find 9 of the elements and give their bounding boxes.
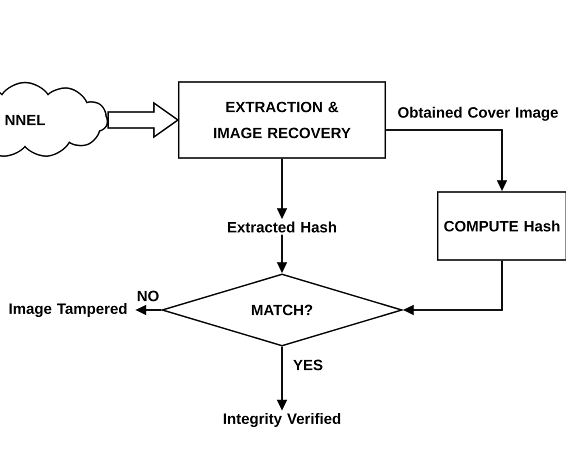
block-arrow bbox=[107, 101, 180, 139]
data-label: Extracted Hash bbox=[228, 222, 336, 232]
edge-label: NO bbox=[138, 290, 159, 302]
edge-label: Obtained Cover Image bbox=[398, 106, 558, 121]
process-box: EXTRACTION & IMAGE RECOVERY bbox=[178, 81, 386, 159]
edge-label: YES bbox=[293, 360, 322, 370]
process-box: COMPUTE Hash bbox=[436, 191, 566, 261]
outcome-label: Integrity Verified bbox=[224, 412, 340, 428]
outcome-label: Image Tampered bbox=[10, 302, 126, 318]
